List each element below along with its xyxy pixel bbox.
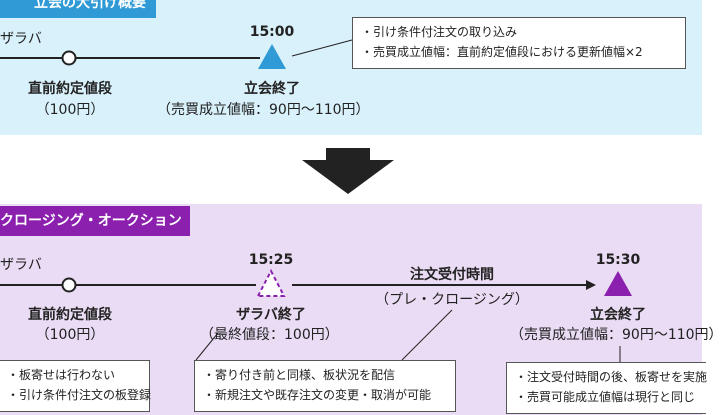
bottom-close-triangle: [604, 271, 632, 296]
down-arrow: [302, 148, 394, 194]
diagram-graphics: [0, 39, 632, 362]
bottom-timeline-arrowhead: [586, 280, 596, 290]
top-section-tag: 立会の大引け概要: [0, 0, 156, 18]
bottom-note-left-line-1: ・板寄せは行わない: [7, 368, 116, 382]
bottom-close-time: 15:30: [595, 252, 641, 268]
bottom-base-price-label: 直前約定値段: [28, 307, 112, 323]
top-close-time: 15:00: [249, 24, 295, 40]
bottom-note-right-line-1: ・注文受付時間の後、板寄せを実施: [515, 370, 708, 384]
bottom-order-period-label: 注文受付時間: [410, 267, 494, 283]
bottom-base-price-value: （100円）: [35, 327, 105, 343]
bottom-base-marker: [61, 277, 77, 293]
bottom-zaraba-end-price: （最終値段：100円）: [200, 327, 339, 343]
bottom-close-range: （売買成立値幅：90円〜110円）: [510, 327, 723, 343]
bottom-note-left-line-2: ・引け条件付注文の板登録: [7, 388, 152, 402]
top-note-line-1: ・引け条件付注文の取り込み: [361, 25, 518, 39]
bottom-note-mid-connector-left: [195, 332, 219, 361]
top-base-price-value: （100円）: [35, 102, 105, 118]
top-left-label: ザラバ: [0, 31, 42, 47]
top-close-label: 立会終了: [244, 81, 300, 97]
bottom-note-left: ・板寄せは行わない ・引け条件付注文の板登録: [0, 360, 152, 412]
bottom-zaraba-end-label: ザラバ終了: [236, 307, 306, 323]
top-note-box: ・引け条件付注文の取り込み ・売買成立値幅：直前約定値段における更新値幅×2: [352, 17, 686, 69]
top-note-connector: [291, 39, 353, 57]
bottom-note-mid-line-2: ・新規注文や既存注文の変更・取消が可能: [203, 388, 432, 402]
top-base-price-label: 直前約定値段: [28, 81, 112, 97]
bottom-section-tag: クロージング・オークション: [0, 206, 190, 236]
bottom-note-right-line-2: ・売買可能成立値幅は現行と同じ: [515, 390, 696, 404]
bottom-note-mid: ・寄り付き前と同様、板状況を配信 ・新規注文や既存注文の変更・取消が可能: [194, 360, 456, 412]
bottom-note-mid-line-1: ・寄り付き前と同様、板状況を配信: [203, 368, 396, 382]
bottom-order-period-sub: （プレ・クロージング）: [375, 292, 529, 308]
bottom-zaraba-end-time: 15:25: [248, 252, 294, 268]
top-base-marker: [61, 50, 77, 66]
bottom-zaraba-end-triangle: [256, 268, 286, 297]
bottom-left-label: ザラバ: [0, 257, 42, 273]
bottom-note-mid-connector-right: [401, 309, 453, 361]
top-note-line-2: ・売買成立値幅：直前約定値段における更新値幅×2: [361, 45, 643, 59]
bottom-close-label: 立会終了: [590, 307, 646, 323]
top-close-triangle: [258, 44, 286, 69]
top-close-range: （売買成立値幅：90円〜110円）: [157, 102, 370, 118]
bottom-note-right: ・注文受付時間の後、板寄せを実施 ・売買可能成立値幅は現行と同じ: [506, 362, 708, 414]
